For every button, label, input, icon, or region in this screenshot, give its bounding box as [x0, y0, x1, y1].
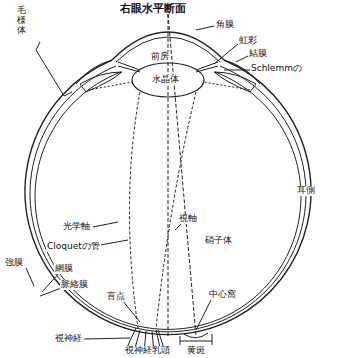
part-label: 光学軸	[62, 222, 91, 232]
part-label: 脈絡膜	[60, 280, 89, 290]
part-label: 水晶体	[151, 75, 180, 85]
part-label: 虹彩	[238, 36, 258, 46]
part-label: 硝子体	[204, 236, 233, 246]
part-label: 強膜	[4, 258, 24, 268]
part-label: 盲点	[106, 292, 126, 302]
part-label: 視神経乳頭	[124, 346, 171, 356]
part-label: 角膜	[215, 20, 235, 30]
part-label: 結膜	[248, 49, 268, 59]
part-label: 前房	[150, 52, 170, 62]
part-label: 毛様体	[16, 6, 27, 36]
part-label: Schlemmの	[250, 64, 303, 74]
diagram-title: 右眼水平断面	[120, 1, 186, 16]
part-label: 視神経	[54, 334, 83, 344]
part-label: 耳側	[296, 186, 316, 196]
part-label: Cloquetの管	[46, 242, 101, 252]
part-label: 中心窩	[208, 290, 237, 300]
part-label: 黄斑	[186, 346, 206, 356]
part-label: 網膜	[54, 264, 74, 274]
part-label: 視軸	[178, 214, 198, 224]
